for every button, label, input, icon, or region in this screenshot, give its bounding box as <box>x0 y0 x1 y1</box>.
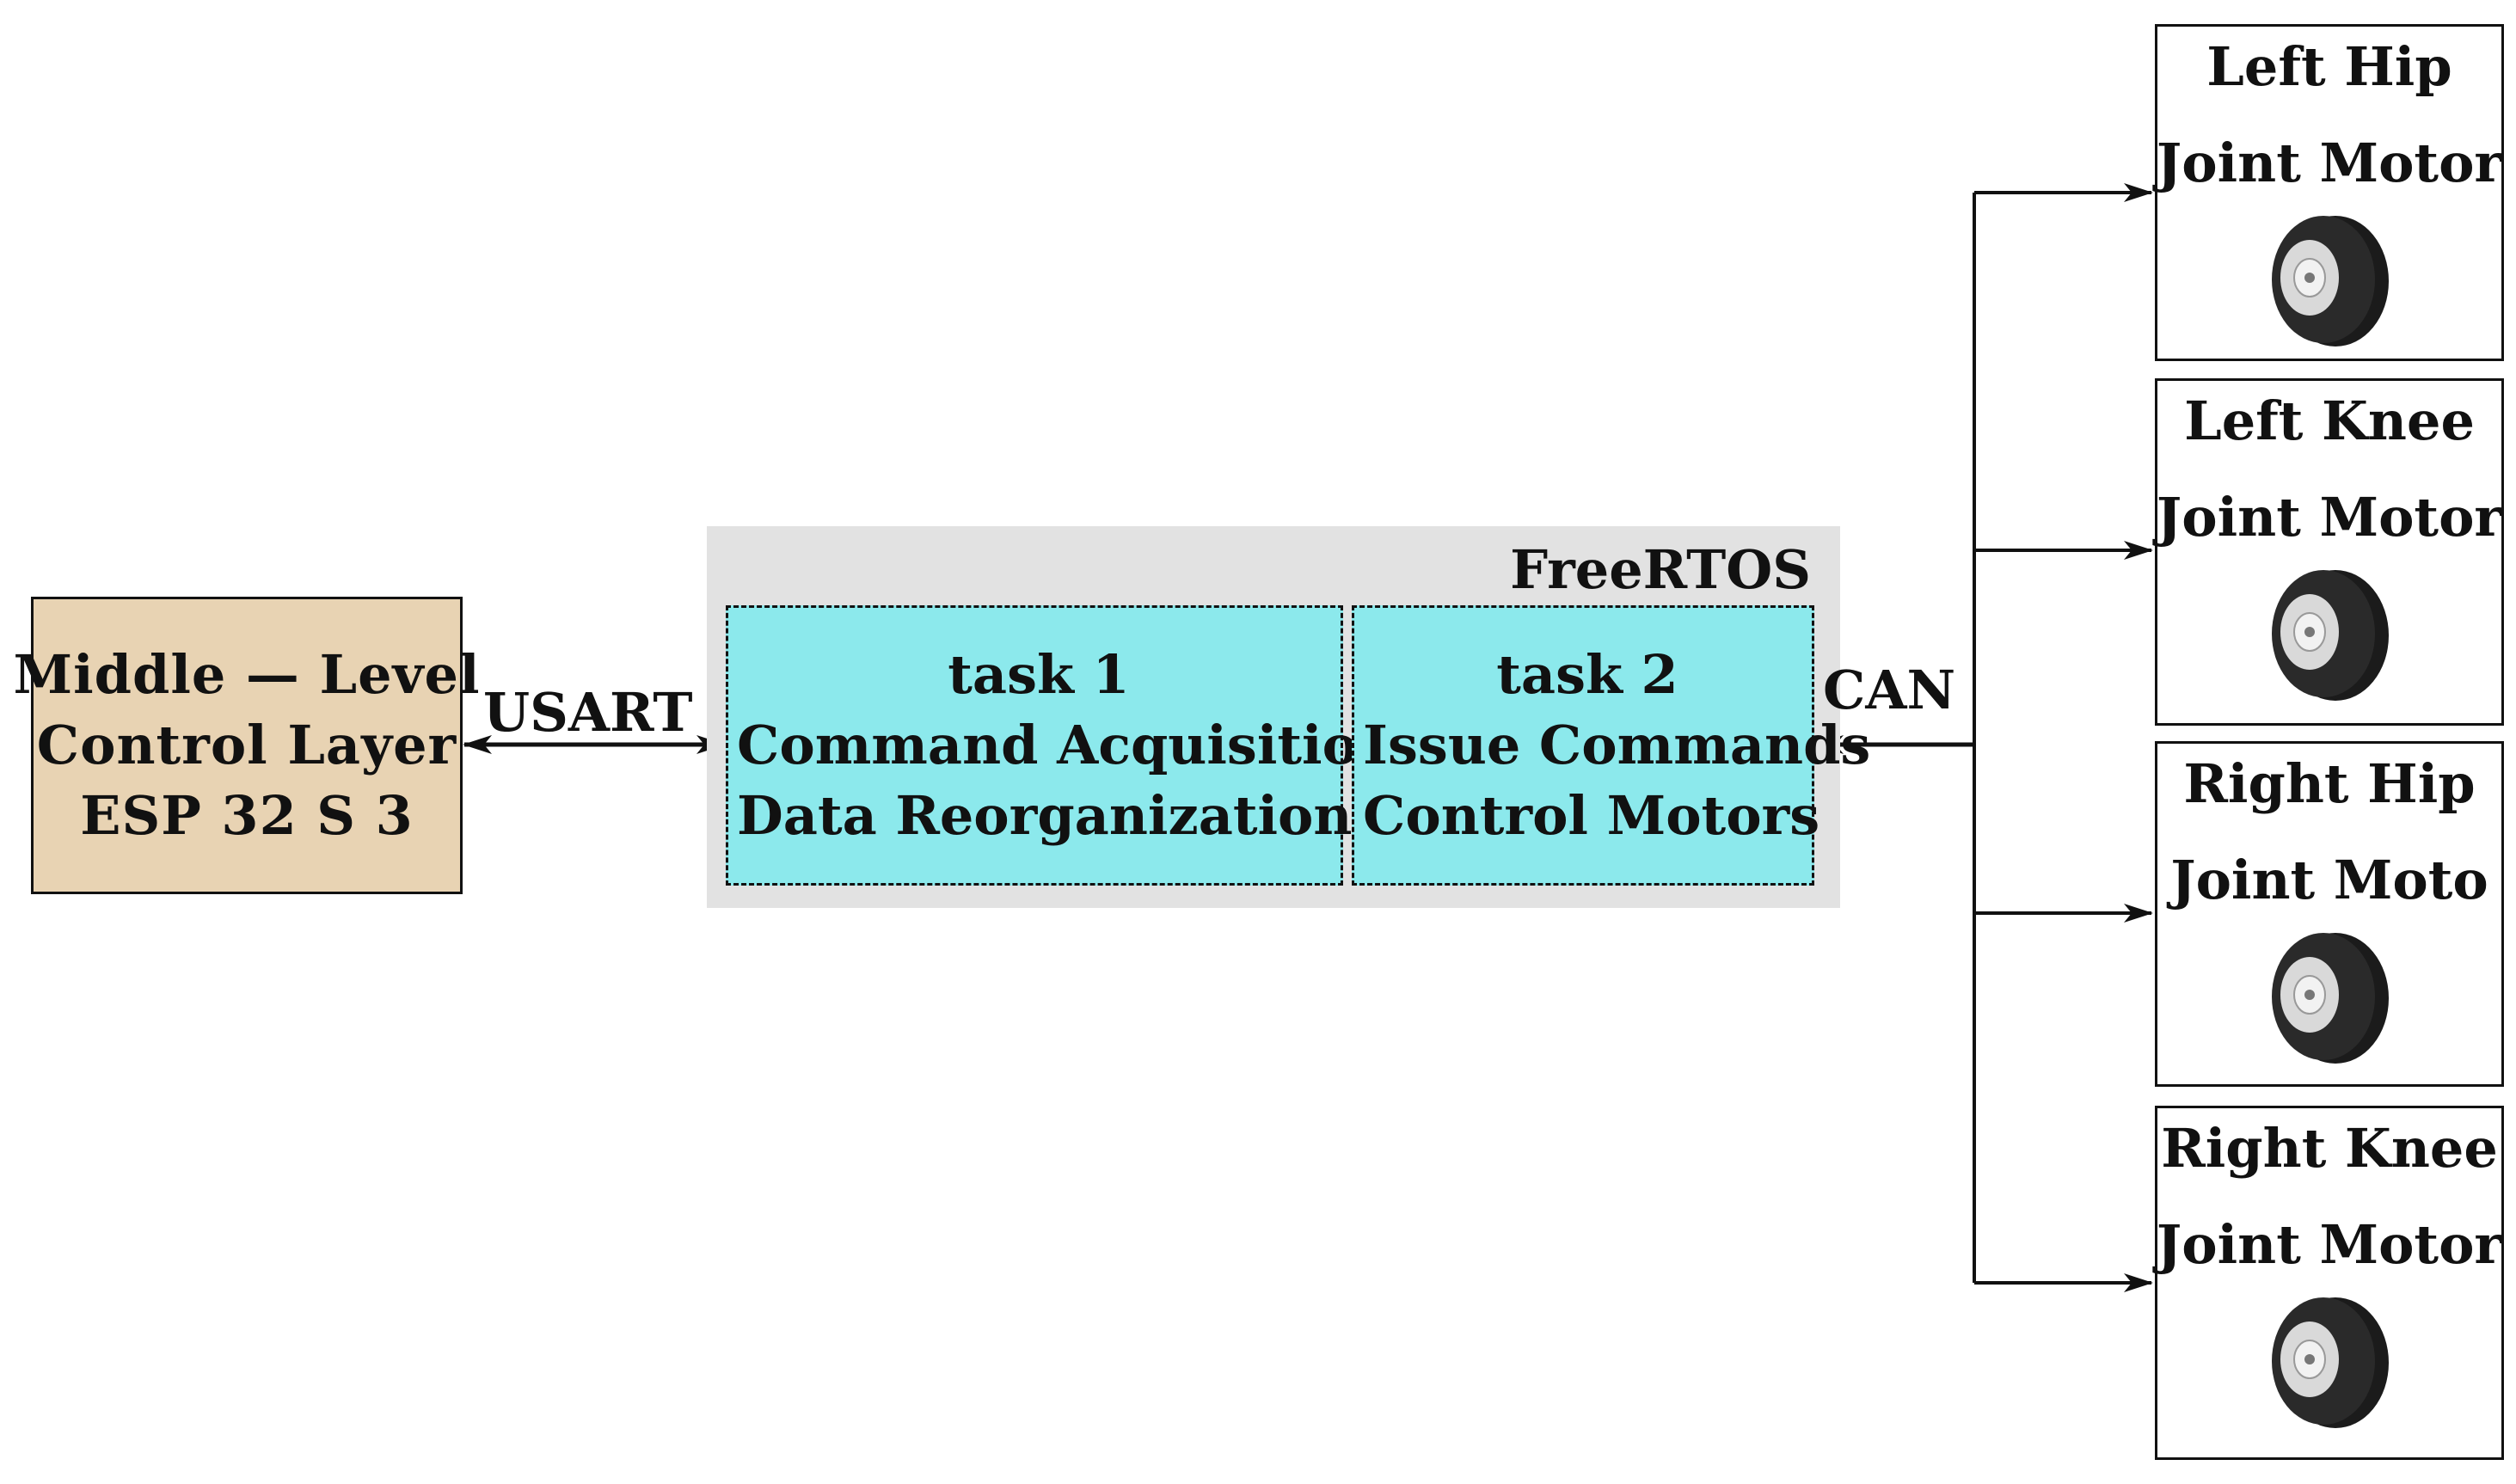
task1-line1: Command Acquisition <box>737 714 1397 776</box>
control-layer-line2: Control Layer <box>36 714 457 776</box>
motor-left-knee-line1: Left Knee <box>2184 389 2475 452</box>
motor-icon <box>2272 570 2389 701</box>
motor-left-hip-line1: Left Hip <box>2206 35 2452 98</box>
control-layer-line1: Middle — Level <box>13 643 481 706</box>
control-layer-box: Middle — Level Control Layer ESP 32 S 3 <box>13 597 480 894</box>
task2-name: task 2 <box>1496 643 1678 706</box>
motor-icon <box>2272 216 2389 346</box>
motor-box-left-knee: Left Knee Joint Motor <box>2155 378 2504 726</box>
usart-label: USART <box>483 681 693 744</box>
task2-line1: Issue Commands <box>1363 714 1871 776</box>
can-label: CAN <box>1823 659 1956 721</box>
task2-line2: Control Motors <box>1363 784 1820 847</box>
task1-name: task 1 <box>948 643 1130 706</box>
freertos-title: FreeRTOS <box>1510 538 1811 601</box>
motor-left-hip-line2: Joint Motor <box>2156 132 2503 194</box>
motor-box-left-hip: Left Hip Joint Motor <box>2155 24 2504 361</box>
task2-box: task 2 Issue Commands Control Motors <box>1352 605 1871 886</box>
control-layer-line3: ESP 32 S 3 <box>80 784 414 847</box>
task1-line2: Data Reorganization <box>737 784 1353 847</box>
motor-box-right-hip: Right Hip Joint Moto <box>2155 741 2504 1087</box>
motor-right-knee-line1: Right Knee <box>2161 1117 2498 1180</box>
motor-right-knee-line2: Joint Motor <box>2156 1213 2503 1276</box>
motor-icon <box>2272 1297 2389 1428</box>
motor-icon <box>2272 933 2389 1064</box>
motor-right-hip-line1: Right Hip <box>2183 752 2476 815</box>
motor-right-hip-line2: Joint Moto <box>2170 849 2488 911</box>
motor-box-right-knee: Right Knee Joint Motor <box>2155 1106 2504 1460</box>
motor-left-knee-line2: Joint Motor <box>2156 486 2503 549</box>
task1-box: task 1 Command Acquisition Data Reorgani… <box>726 605 1397 886</box>
